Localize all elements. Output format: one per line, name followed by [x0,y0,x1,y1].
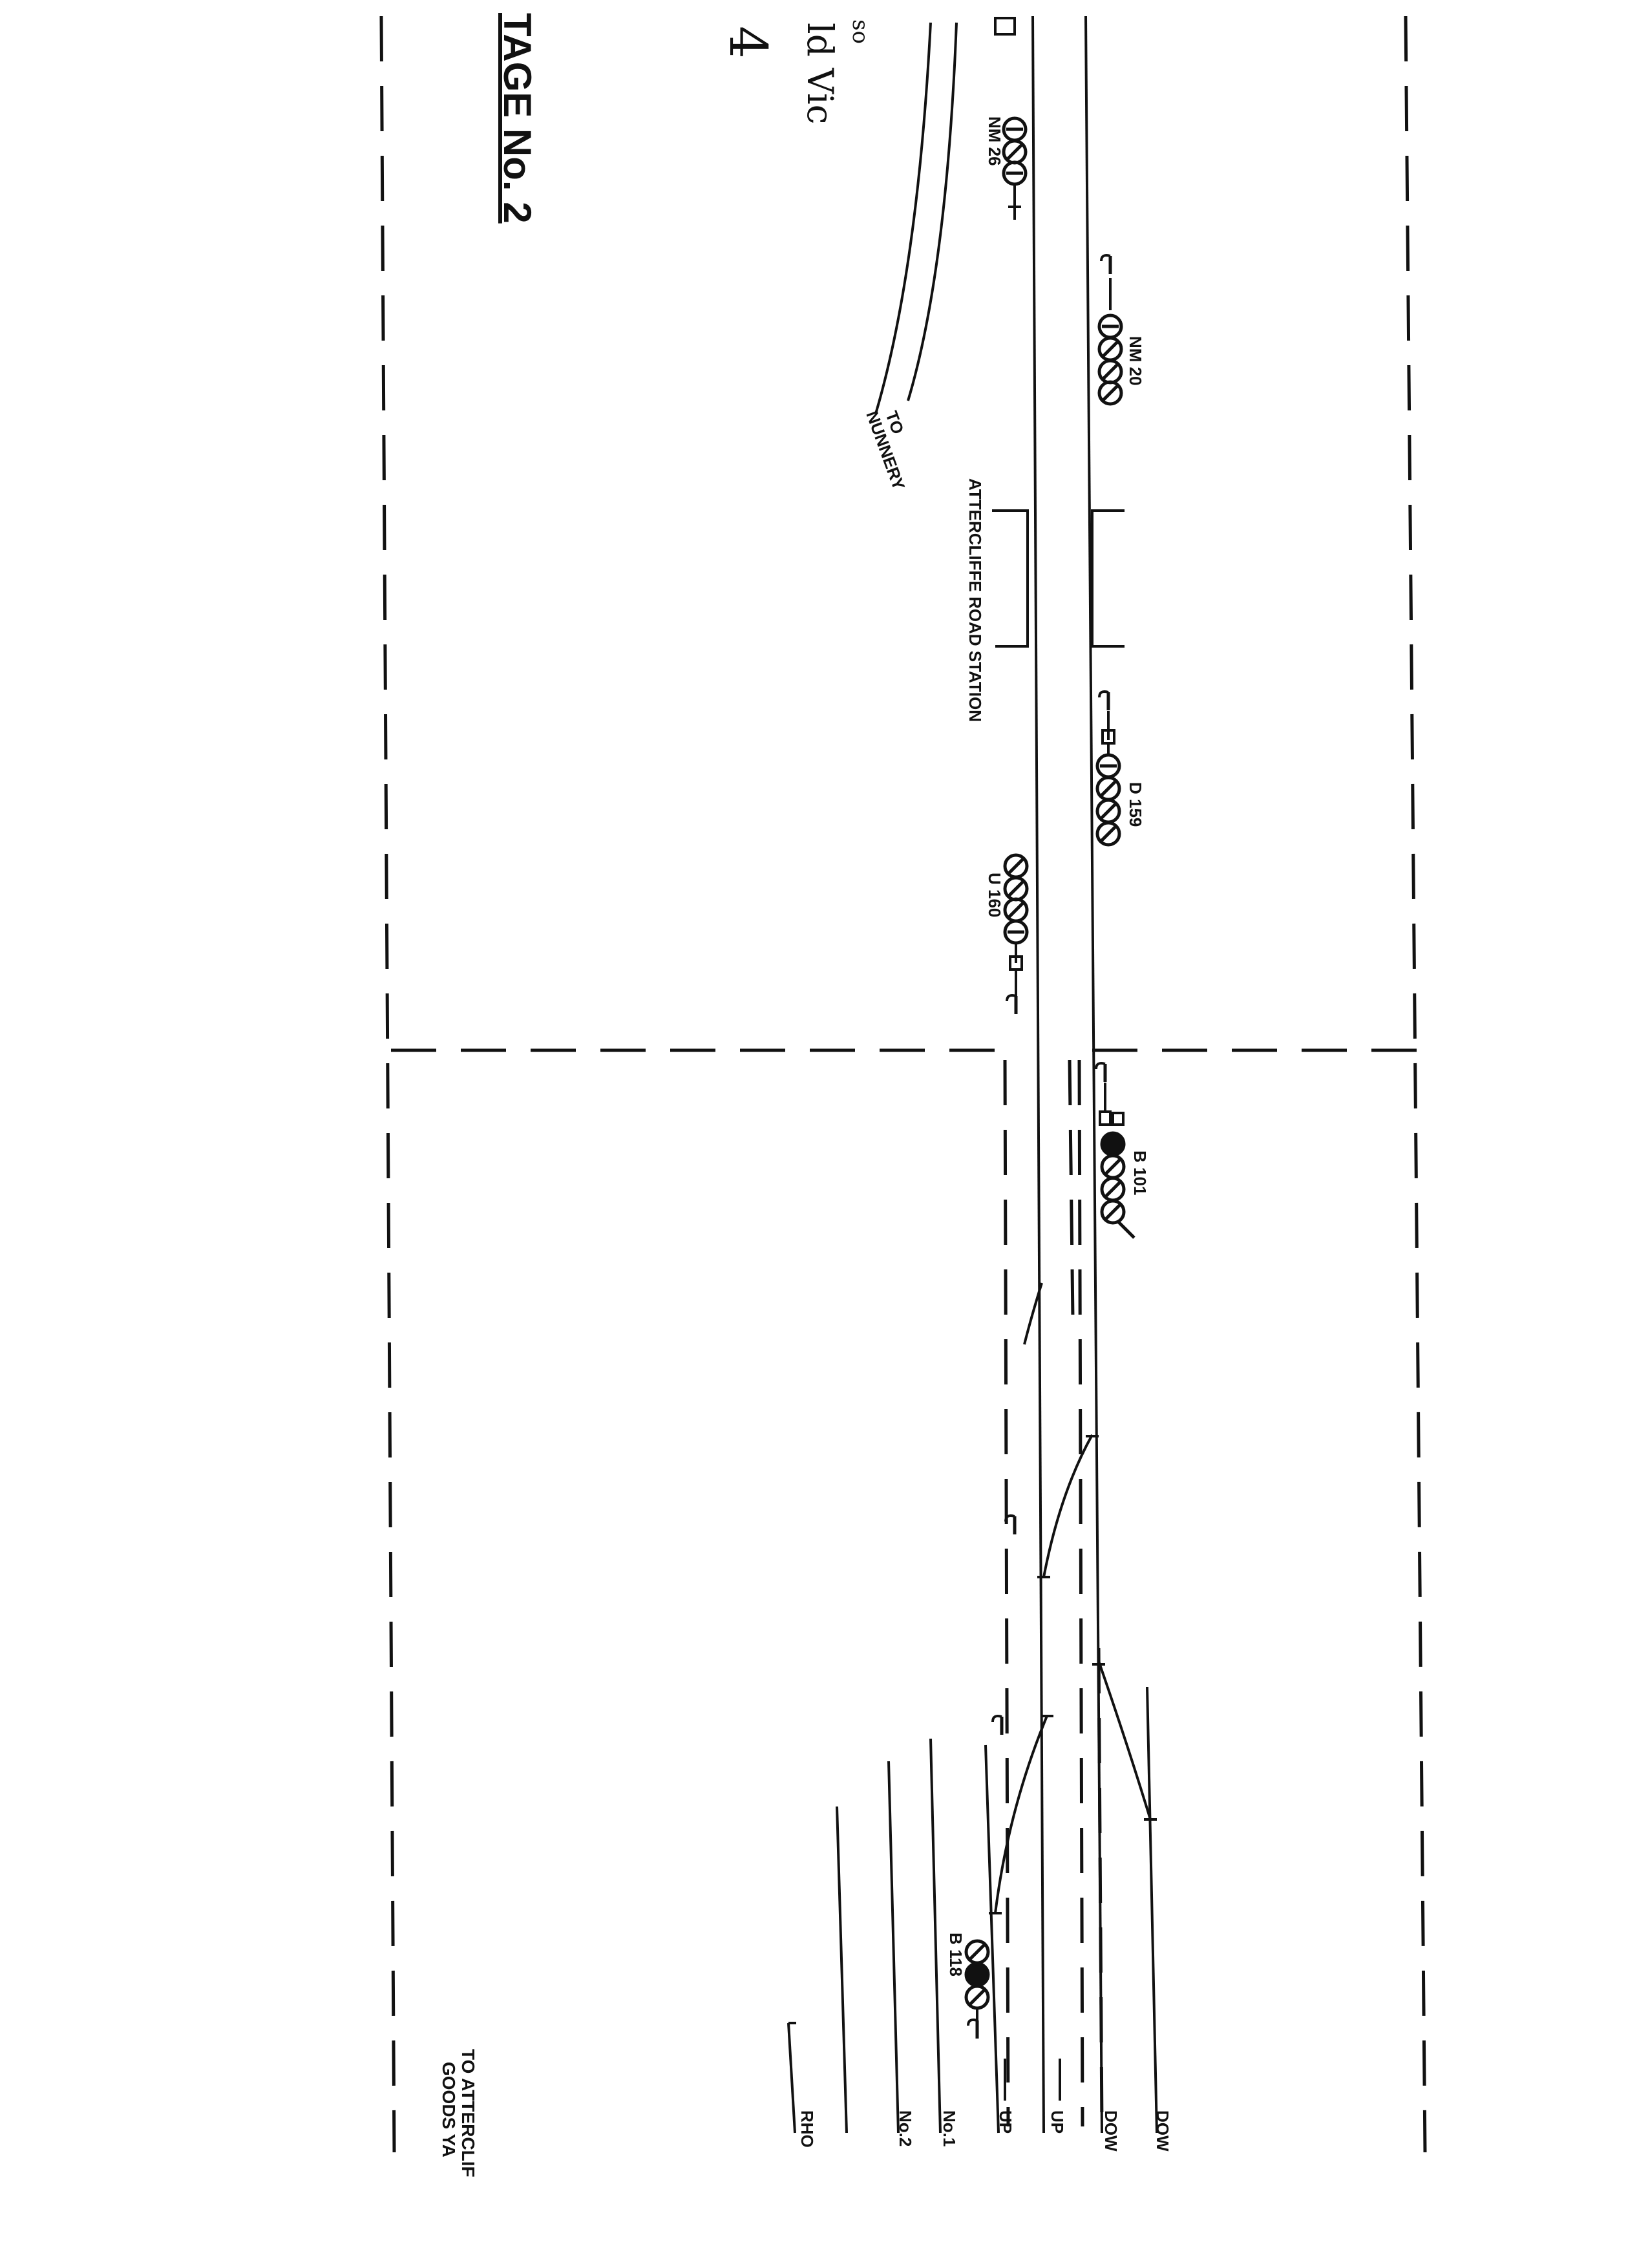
running-lines [787,16,1158,2134]
crossover-2 [1097,1660,1152,1820]
signal-b118 [966,1941,988,2039]
signal-b101 [1096,1063,1136,1239]
inner-dash-left [1003,1059,1010,2127]
crossover-3 [994,1715,1048,1914]
track-end-up: UP [1048,2110,1067,2134]
spur-1 [1023,1282,1043,1345]
platforms [992,509,1125,648]
signal-label-nm26: NM 26 [985,116,1004,166]
handwritten-note-1: so [847,19,873,44]
inner-dash-mid [1077,1059,1084,2127]
point-markers [988,1435,1158,1914]
up-platform [992,509,1029,648]
stage-title: TAGE No. 2 [496,13,539,224]
siding-up [984,1744,1000,2134]
left-border [379,16,396,2153]
track-end-rho: RHO [798,2110,817,2148]
handwritten-note-3: 4 [718,26,778,59]
crossover-1 [1042,1434,1093,1578]
station-name: ATTERCLIFFE ROAD STATION [966,478,985,722]
signal-nm26 [1004,118,1026,220]
track-end-dow: DOW [1101,2110,1121,2152]
inner-dash-mid-upper [1068,1059,1075,1319]
siding-rho [787,2022,796,2134]
to-goods-yard-label-1: TO ATTERCLIF [458,2049,478,2178]
down-platform [1091,509,1125,648]
down-main-line [1084,16,1103,2134]
signal-d159 [1097,692,1119,845]
siding-no1 [929,1738,942,2134]
siding-no3 [836,1806,848,2134]
signal-label-b118: B 118 [946,1933,966,1977]
signal-label-u160: U 160 [985,873,1004,917]
handwritten-note-2: ld Vic [799,23,841,124]
track-end-up-2: UP [996,2110,1015,2134]
signal-label-nm20: NM 20 [1126,336,1145,386]
siding-no2 [887,1761,900,2134]
right-border [1404,16,1427,2153]
stage-borders [379,16,1427,2153]
buffer-stop-top [994,17,1016,36]
nunnery-curve-inner [907,22,958,401]
track-end-no2: No.2 [896,2110,915,2146]
nunnery-curve-outer [874,22,932,414]
signal-nm20 [1099,255,1121,404]
siding-down-outer [1146,1686,1158,2134]
to-goods-yard-label-2: GOODS YA [439,2062,459,2157]
signal-label-d159: D 159 [1126,782,1145,827]
signal-label-b101: B 101 [1130,1150,1150,1195]
track-end-no1: No.1 [940,2110,959,2146]
up-main-line [1031,16,1045,2134]
track-end-dow-outer: DOW [1153,2110,1172,2152]
signal-u160 [1005,855,1027,1014]
